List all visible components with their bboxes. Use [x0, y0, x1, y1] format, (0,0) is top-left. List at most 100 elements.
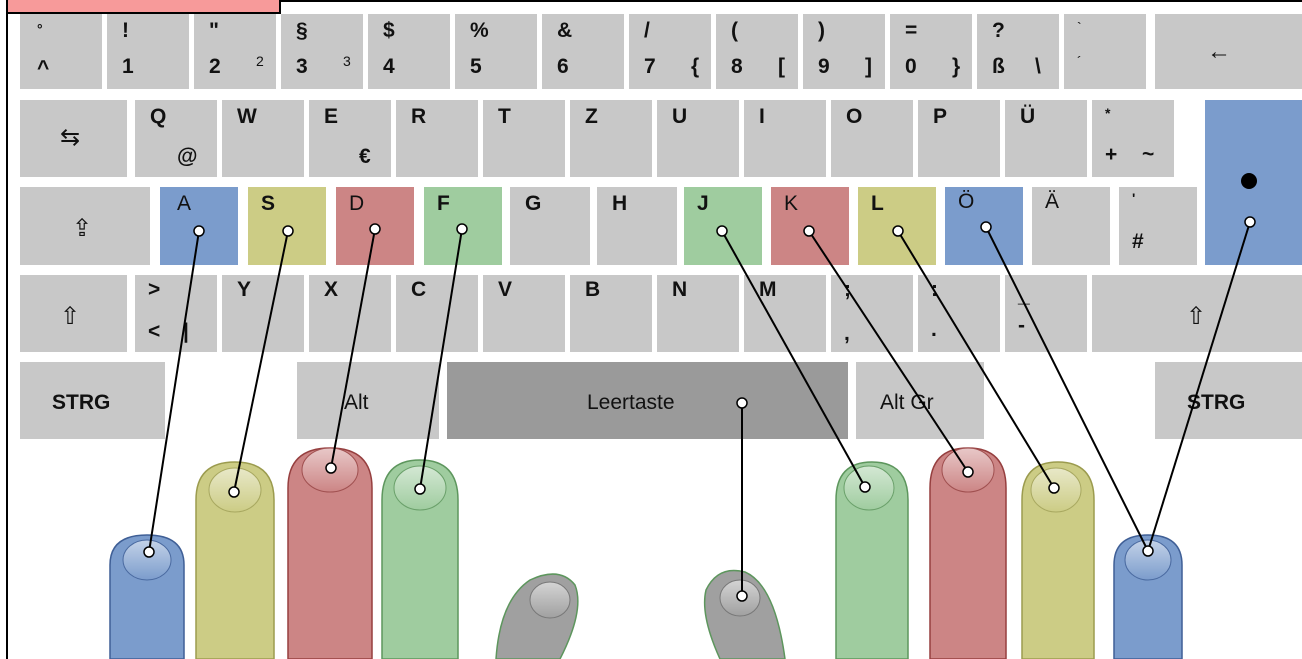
key-label: 2	[256, 53, 264, 69]
key-tab: ⇆	[20, 100, 127, 177]
key-label: Ä	[1045, 190, 1060, 213]
key-label: ~	[1142, 143, 1155, 166]
key-0: =0}	[890, 14, 972, 89]
left-middle-finger	[287, 447, 373, 659]
key-label: C	[411, 278, 427, 301]
key-label: %	[470, 19, 489, 42]
key-label: ?	[992, 19, 1005, 42]
key-label: ^	[37, 57, 50, 80]
tab-arrows-icon: ⇆	[60, 124, 81, 151]
key-label: D	[349, 192, 365, 215]
key-b: B	[570, 275, 652, 352]
key-label: $	[383, 19, 395, 42]
key-label: 9	[818, 55, 830, 78]
diagram-frame	[6, 0, 1302, 659]
key-label: P	[933, 105, 948, 128]
dot	[803, 225, 815, 237]
key-space: Leertaste	[447, 362, 848, 439]
key-label: 4	[383, 55, 395, 78]
dot	[369, 223, 381, 235]
left-pinky-finger	[109, 534, 185, 659]
key-8: (8 [	[716, 14, 798, 89]
key-label: STRG	[1187, 391, 1246, 414]
dot	[1142, 545, 1154, 557]
key-label: 5	[470, 55, 482, 78]
key-x: X	[309, 275, 391, 352]
line-s-left-ring	[233, 230, 289, 493]
key-label: §	[296, 19, 308, 42]
key-circumflex: °^	[20, 14, 102, 89]
enter-key-marker-dot	[1241, 173, 1257, 189]
line-l-right-ring	[897, 230, 1055, 489]
line-a-left-pinky	[148, 230, 200, 553]
caps-lock-icon: ⇪	[72, 215, 93, 242]
key-label: U	[672, 105, 688, 128]
key-label: B	[585, 278, 601, 301]
key-e: E€	[309, 100, 391, 177]
key-5: %5	[455, 14, 537, 89]
right-thumb	[703, 569, 786, 659]
key-shift-right: ⇧	[1092, 275, 1302, 352]
key-label: /	[644, 19, 650, 42]
key-ctrl-right: STRG	[1155, 362, 1302, 439]
right-index-finger	[835, 461, 909, 659]
key-label: Leertaste	[587, 391, 675, 414]
key-label: &	[557, 19, 573, 42]
dot	[456, 223, 468, 235]
key-label: I	[759, 105, 765, 128]
key-label: *	[1105, 105, 1111, 121]
shift-icon: ⇧	[1186, 303, 1207, 330]
key-minus: _-	[1005, 275, 1087, 352]
key-label: 7	[644, 55, 656, 78]
key-v: V	[483, 275, 565, 352]
key-label: €	[359, 145, 371, 168]
dot	[325, 462, 337, 474]
right-pinky-finger	[1113, 534, 1183, 659]
dot	[143, 546, 155, 558]
key-label: '	[1132, 190, 1136, 206]
key-label: L	[871, 192, 884, 215]
key-9: )9]	[803, 14, 885, 89]
key-7: /7{	[629, 14, 711, 89]
key-label: >	[148, 278, 161, 301]
key-label: 8	[731, 55, 743, 78]
line-d-left-middle	[330, 228, 376, 469]
key-label: _	[1018, 284, 1030, 307]
key-label: H	[612, 192, 628, 215]
key-label: =	[905, 19, 918, 42]
key-h: H	[597, 187, 677, 265]
key-r: R	[396, 100, 478, 177]
key-label: )	[818, 19, 825, 42]
key-label: W	[237, 105, 257, 128]
key-label: 6	[557, 55, 569, 78]
key-label: #	[1132, 230, 1144, 253]
key-ctrl-left: STRG	[20, 362, 165, 439]
key-label: `	[1077, 19, 1082, 35]
key-label: .	[931, 318, 937, 341]
finger-key-connectors	[148, 221, 1251, 596]
key-label: 1	[122, 55, 134, 78]
key-label: +	[1105, 143, 1118, 166]
line-k-right-middle	[808, 230, 969, 473]
key-label: M	[759, 278, 777, 301]
key-label: F	[437, 192, 450, 215]
key-label: \	[1035, 55, 1041, 78]
key-label: 3	[343, 53, 351, 69]
dot	[282, 225, 294, 237]
key-plus: * + ~	[1092, 100, 1174, 177]
title-tab	[6, 0, 281, 14]
right-ring-finger	[1021, 461, 1095, 659]
key-label: "	[209, 19, 219, 42]
key-label: |	[183, 320, 189, 343]
dot	[228, 486, 240, 498]
key-label: Ü	[1020, 105, 1036, 128]
key-label: Y	[237, 278, 252, 301]
key-t: T	[483, 100, 565, 177]
key-z: Z	[570, 100, 652, 177]
key-ae: Ä	[1032, 187, 1110, 265]
key-label: (	[731, 19, 738, 42]
key-w: W	[222, 100, 304, 177]
key-label: [	[778, 55, 785, 78]
key-n: N	[657, 275, 739, 352]
